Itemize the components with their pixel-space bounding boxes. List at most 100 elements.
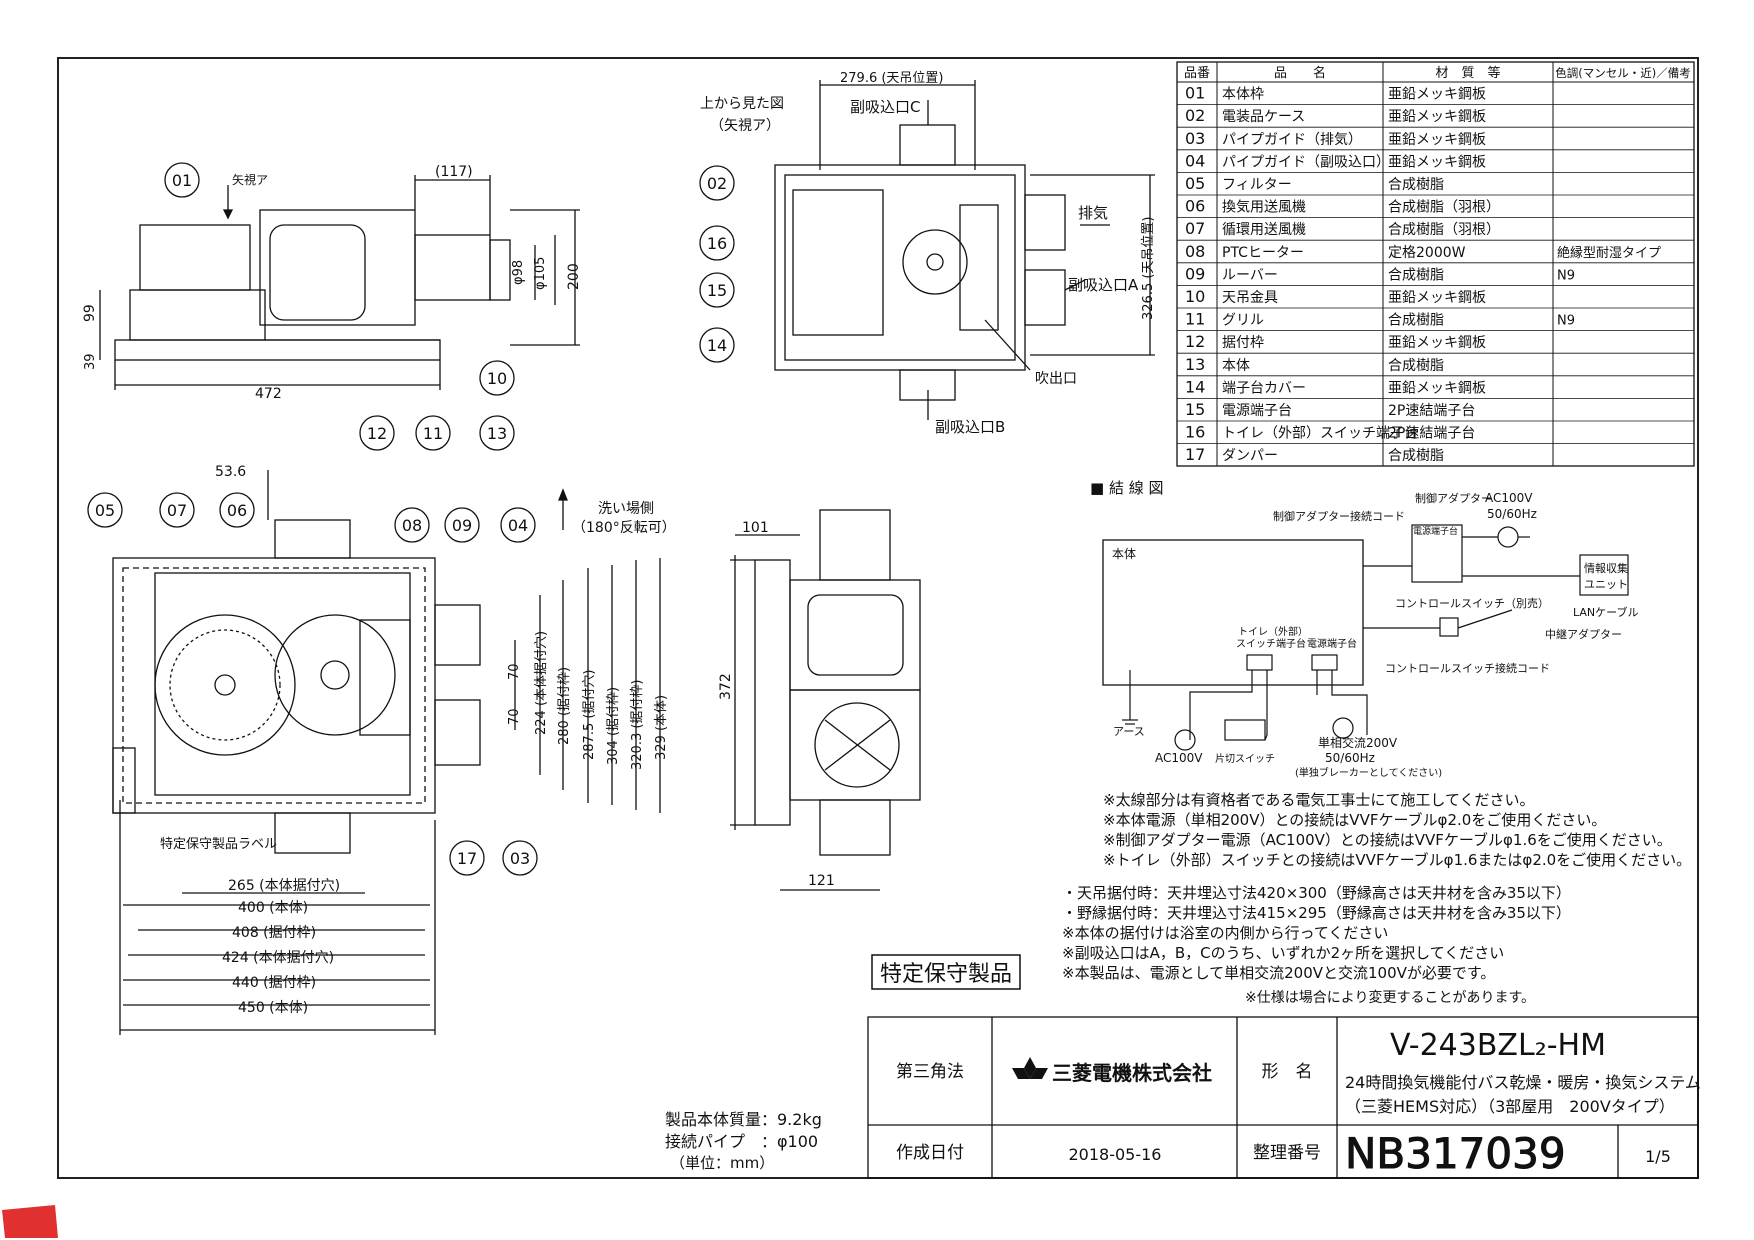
svg-text:04: 04 (508, 516, 528, 535)
dim-70-b: 70 (507, 708, 522, 725)
balloon-04: 04 (500, 507, 536, 543)
adapter-cord: 制御アダプター接続コード (1273, 509, 1405, 523)
date-label: 作成日付 (896, 1143, 964, 1163)
earth: アース (1113, 725, 1145, 738)
install-note-5: ※本製品は、電源として単相交流200Vと交流100Vが必要です。 (1062, 964, 1495, 982)
dim-70-a: 70 (507, 663, 522, 680)
model-label: 形 名 (1262, 1062, 1313, 1082)
model-desc-1: 24時間換気機能付バス乾燥・暖房・換気システム (1345, 1073, 1701, 1092)
svg-text:14: 14 (707, 336, 727, 355)
arrow-a-label: 矢視ア (232, 172, 268, 187)
dim-320-3: 320.3 (据付枠) (630, 680, 645, 771)
dim-280: 280 (据付枠) (557, 667, 572, 745)
ref-label: 整理番号 (1253, 1143, 1321, 1163)
balloon-03: 03 (502, 840, 538, 876)
svg-text:06: 06 (227, 501, 247, 520)
part-material: 合成樹脂 (1388, 448, 1444, 464)
side-view (99, 175, 580, 390)
part-material: 亜鉛メッキ鋼板 (1388, 154, 1486, 170)
balloon-06: 06 (219, 492, 255, 528)
control-switch: コントロールスイッチ（別売） (1395, 597, 1549, 610)
part-material: 合成樹脂 (1388, 358, 1444, 374)
svg-text:10: 10 (487, 369, 507, 388)
parts-header-name: 品 名 (1274, 65, 1326, 81)
part-number: 12 (1185, 332, 1205, 351)
power-terminal: 電源端子台 (1307, 637, 1357, 650)
single-phase-2: 50/60Hz (1325, 751, 1375, 765)
dim-200: 200 (566, 263, 582, 290)
part-name: 本体枠 (1222, 87, 1264, 103)
part-number: 10 (1185, 287, 1205, 306)
part-material: 2P速結端子台 (1388, 426, 1475, 442)
install-note-6: ※仕様は場合により変更することがあります。 (1245, 989, 1535, 1006)
part-number: 01 (1185, 84, 1205, 103)
dim-224: 224 (本体据付穴) (534, 631, 549, 735)
part-name: 循環用送風機 (1222, 222, 1306, 238)
wash-side-2: （180°反転可） (572, 520, 676, 536)
sub-inlet-b: 副吸込口B (935, 418, 1005, 436)
part-name: PTCヒーター (1222, 245, 1304, 261)
top-view-label-2: （矢視ア） (710, 118, 780, 134)
part-number: 09 (1185, 264, 1205, 283)
wiring-body: 本体 (1112, 547, 1136, 561)
toilet-terminal-2: スイッチ端子台 (1236, 637, 1306, 650)
svg-text:03: 03 (510, 849, 530, 868)
dim-53-6: 53.6 (215, 464, 246, 480)
install-note-1: ・天吊据付時：天井埋込寸法420×300（野縁高さは天井材を含み35以下） (1062, 884, 1571, 902)
svg-text:08: 08 (402, 516, 422, 535)
wiring-notes: ※太線部分は有資格者である電気工事士にて施工してください。 ※本体電源（単相20… (1103, 791, 1691, 869)
top-view (774, 80, 1155, 420)
parts-header-material: 材 質 等 (1435, 65, 1500, 81)
part-material: 2P速結端子台 (1388, 403, 1475, 419)
model-desc-2: （三菱HEMS対応）（3部屋用 200Vタイプ） (1345, 1097, 1675, 1116)
balloon-16: 16 (699, 225, 735, 261)
balloon-13: 13 (479, 415, 515, 451)
dim-99: 99 (82, 304, 98, 322)
part-name: パイプガイド（副吸込口） (1222, 154, 1390, 170)
svg-text:05: 05 (95, 501, 115, 520)
projection-label: 第三角法 (896, 1062, 964, 1082)
part-material: 亜鉛メッキ鋼板 (1388, 290, 1486, 306)
plan-view (112, 470, 661, 1035)
svg-text:02: 02 (707, 174, 727, 193)
dim-279-6: 279.6 (天吊位置) (840, 71, 944, 86)
dim-phi98: φ98 (511, 260, 526, 285)
wiring-body-box (1102, 539, 1364, 686)
spec-pipe: 接続パイプ ：φ100 (665, 1132, 818, 1151)
part-name: 端子台カバー (1222, 380, 1306, 396)
dim-372: 372 (718, 673, 734, 700)
title-block (867, 1016, 1699, 1179)
adapter-power-terminal: 電源端子台 (1413, 525, 1458, 537)
date-value: 2018-05-16 (1069, 1145, 1162, 1164)
part-material: 亜鉛メッキ鋼板 (1388, 109, 1486, 125)
part-number: 07 (1185, 219, 1205, 238)
balloon-17: 17 (449, 840, 485, 876)
part-material: 亜鉛メッキ鋼板 (1388, 87, 1486, 103)
wiring-hz: 50/60Hz (1487, 507, 1537, 521)
parts-header-remark: 色調(マンセル・近)／備考 (1555, 66, 1690, 80)
svg-text:17: 17 (457, 849, 477, 868)
note-3: ※制御アダプター電源（AC100V）との接続はVVFケーブルφ1.6をご使用くだ… (1103, 831, 1672, 849)
mitsubishi-logo-icon (1012, 1057, 1048, 1079)
balloon-10: 10 (479, 360, 515, 396)
model-number: V-243BZL₂-HM (1390, 1028, 1606, 1063)
install-note-4: ※副吸込口はA，B，Cのうち、いずれか2ヶ所を選択してください (1062, 944, 1504, 962)
svg-text:07: 07 (167, 501, 187, 520)
sub-inlet-c: 副吸込口C (850, 98, 920, 116)
part-name: パイプガイド（排気） (1222, 132, 1362, 148)
special-stamp: 特定保守製品 (880, 962, 1012, 987)
part-number: 15 (1185, 400, 1205, 419)
part-remark: N9 (1557, 268, 1575, 283)
part-number: 08 (1185, 242, 1205, 261)
part-material: 合成樹脂 (1388, 177, 1444, 193)
